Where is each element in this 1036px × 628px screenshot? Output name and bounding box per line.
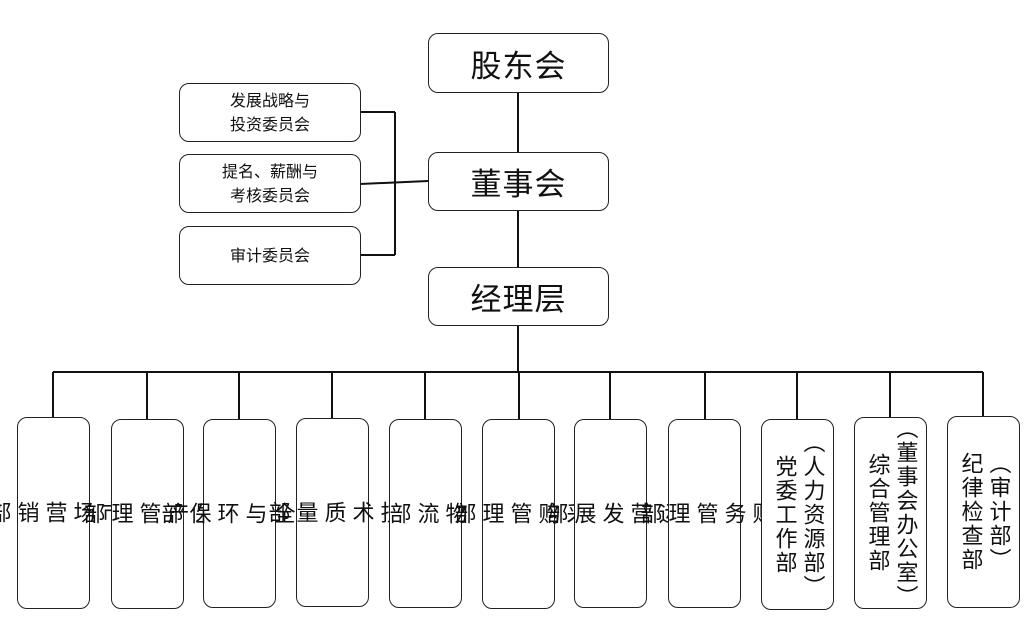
- department-label: 财 务 管 理 部: [636, 501, 774, 526]
- management-label: 经理层: [470, 282, 567, 318]
- department-label: 技 术 质 量 部: [264, 500, 402, 525]
- committee-line: 审计委员会: [229, 245, 310, 265]
- department-label: 物 流 部: [385, 501, 467, 526]
- committee-nomination-node: 提名、薪酬与 考核委员会: [179, 154, 361, 213]
- department-label: （董事会办公室） 综合管理部: [864, 417, 918, 609]
- committee-strategy-node: 发展战略与 投资委员会: [179, 83, 361, 142]
- committee-line: 提名、薪酬与: [221, 161, 318, 181]
- department-node: 财 务 管 理 部: [637, 419, 774, 608]
- department-node: （人力资源部） 党委工作部: [761, 419, 834, 610]
- committee-audit-node: 审计委员会: [179, 226, 361, 285]
- department-node: 运 营 发 展 部: [543, 419, 680, 608]
- department-label: 采 购 管 理 部: [450, 502, 588, 526]
- department-node: （董事会办公室） 综合管理部: [854, 417, 927, 609]
- committee-line: 考核委员会: [229, 185, 310, 205]
- department-node: （审计部） 纪律检查部: [947, 416, 1020, 608]
- management-node: 经理层: [428, 267, 609, 326]
- department-node: 生 产 管 理 部: [80, 419, 217, 609]
- department-node: 技 术 质 量 部: [265, 418, 402, 607]
- department-node: 市 场 营 销 部: [0, 417, 123, 609]
- committee-line: 投资委员会: [229, 114, 310, 134]
- department-label: （审计部） 纪律检查部: [957, 452, 1011, 572]
- shareholders-label: 股东会: [470, 48, 567, 85]
- department-label: （人力资源部） 党委工作部: [771, 430, 825, 599]
- board-node: 董事会: [428, 152, 609, 211]
- department-node: 物 流 部: [386, 419, 467, 608]
- committee-line: 发展战略与: [229, 90, 310, 110]
- department-label: 运 营 发 展 部: [542, 501, 680, 526]
- department-node: 采 购 管 理 部: [451, 419, 588, 609]
- board-label: 董事会: [470, 167, 567, 203]
- shareholders-node: 股东会: [428, 33, 609, 93]
